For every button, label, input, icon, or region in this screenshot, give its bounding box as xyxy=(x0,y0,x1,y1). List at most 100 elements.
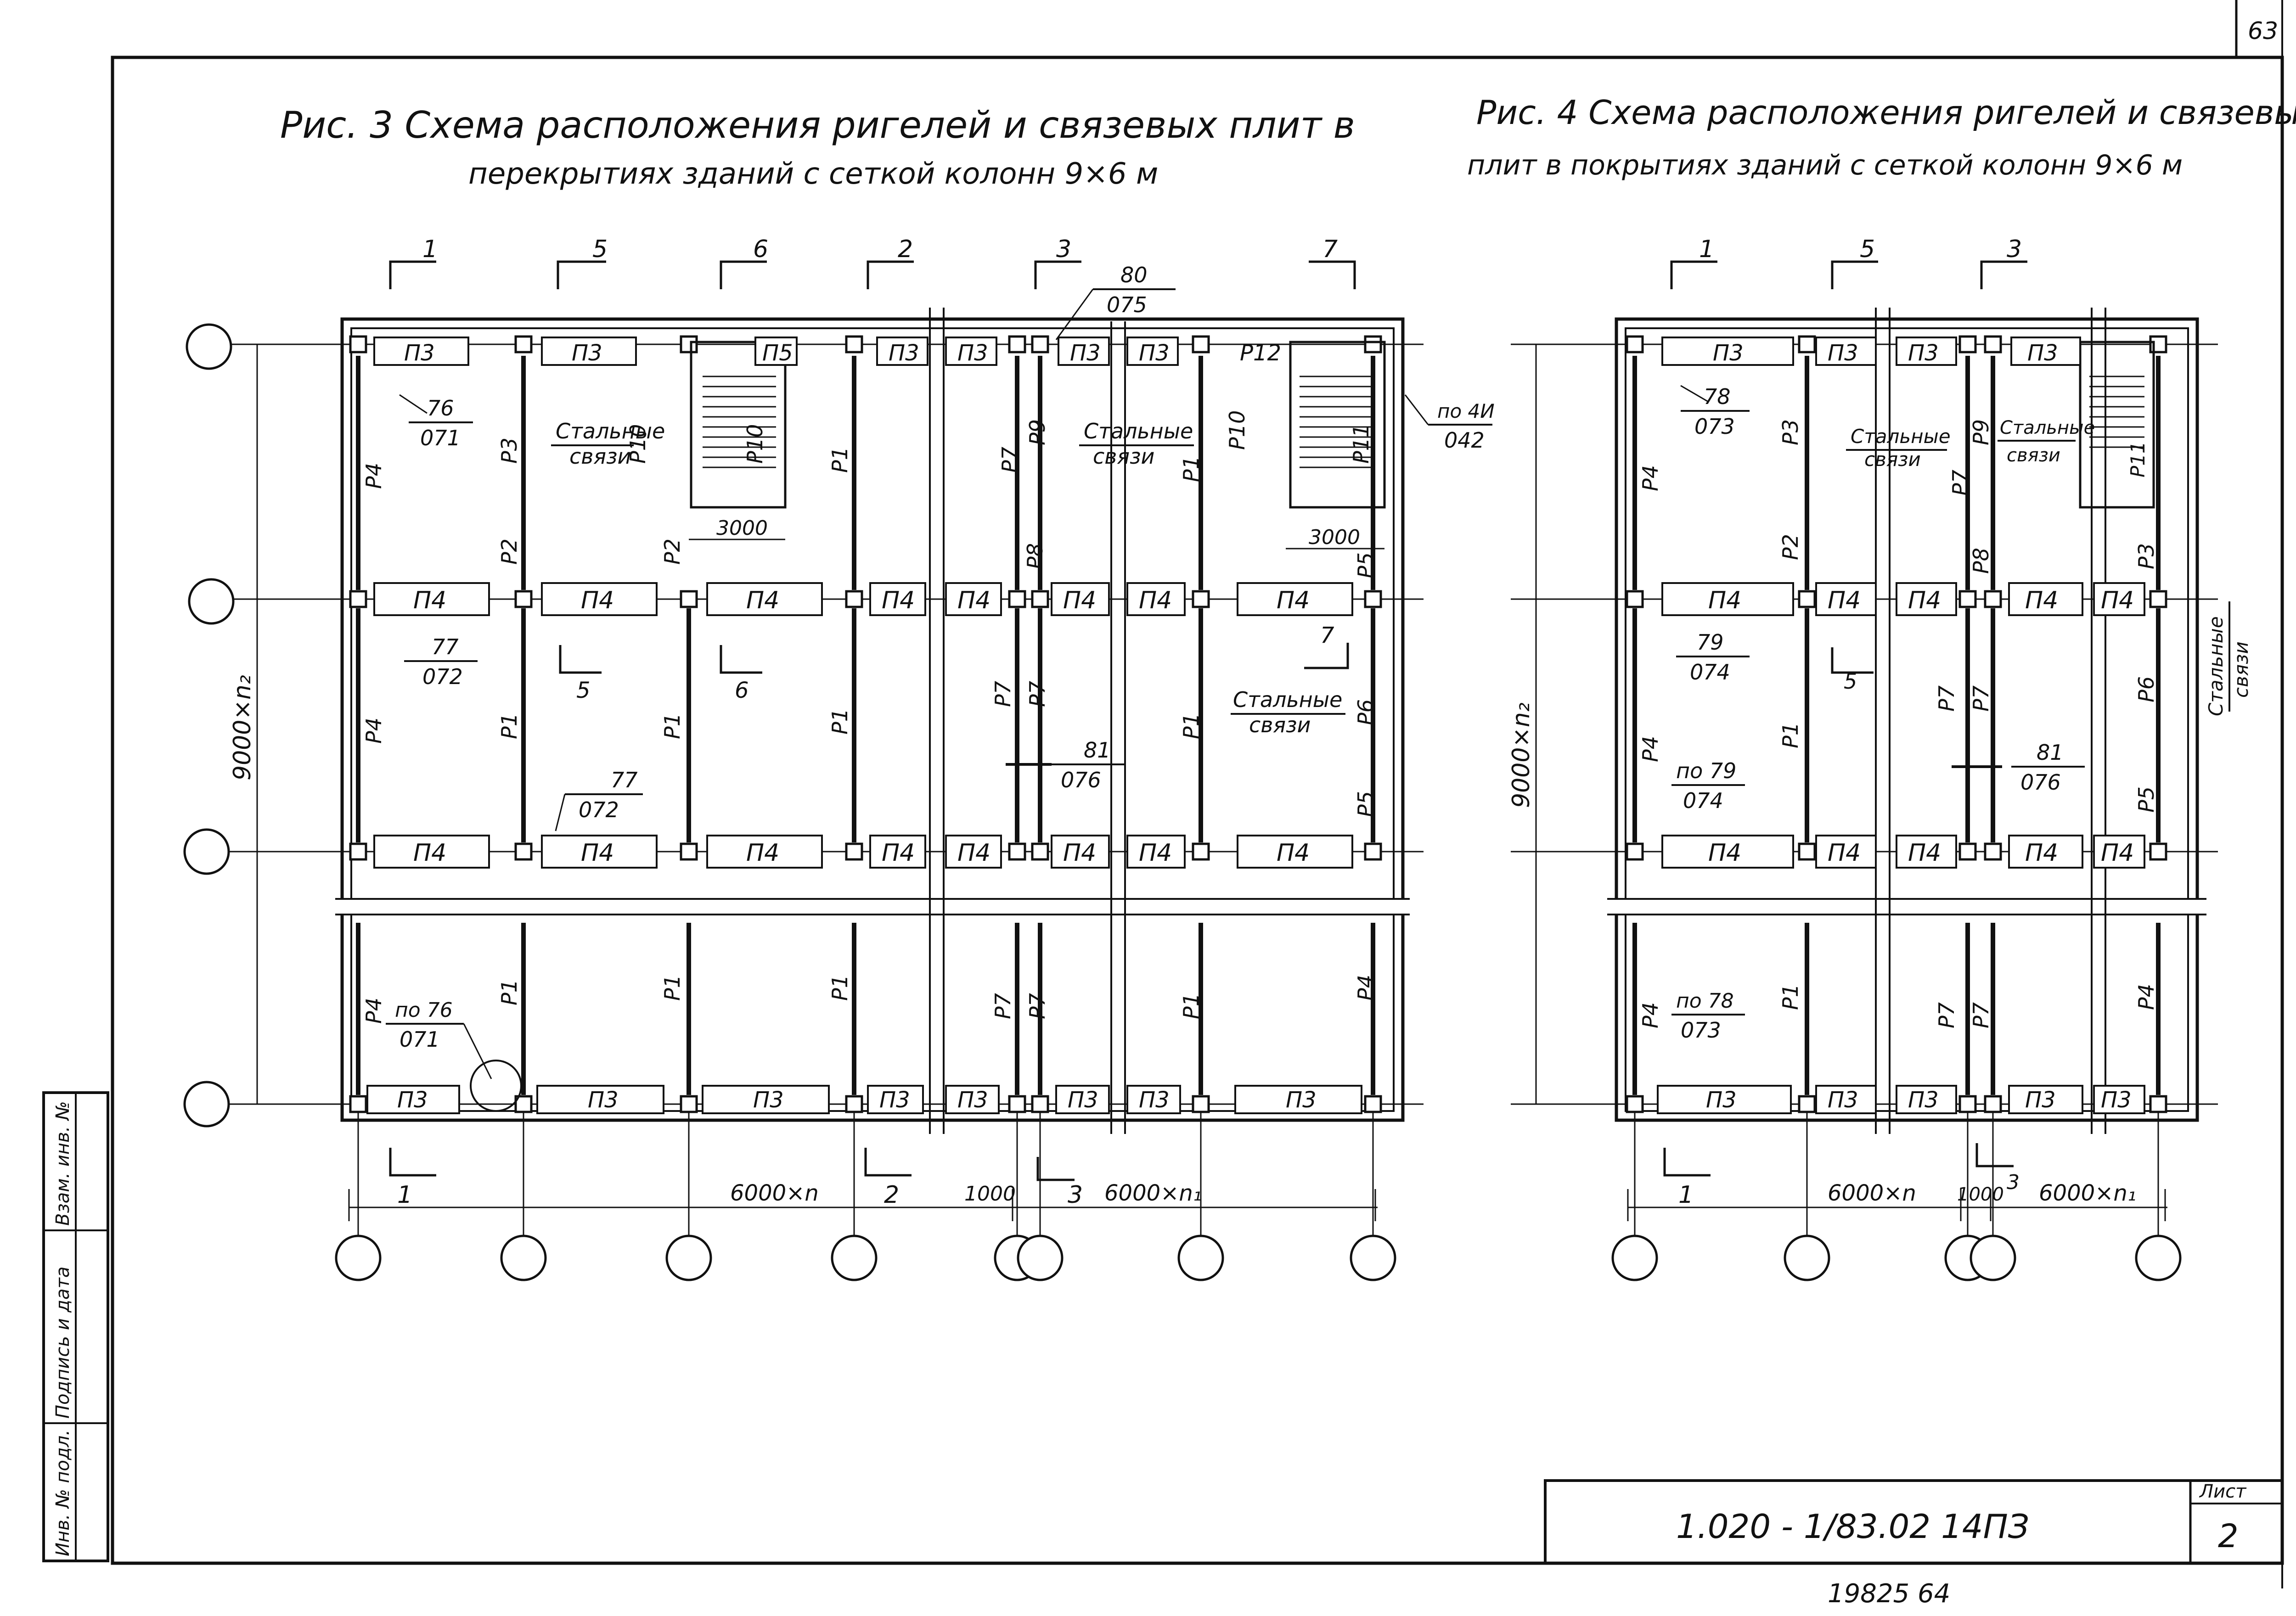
column-square xyxy=(845,1095,863,1113)
riegel-label: Р3 xyxy=(497,438,522,464)
figure-4-subtitle: плит в покрытиях зданий с сеткой колонн … xyxy=(1467,149,2183,181)
riegel-label: Р7 xyxy=(997,447,1022,473)
riegel-label: Р4 xyxy=(1638,1002,1663,1028)
column-square xyxy=(1798,590,1816,608)
stair xyxy=(690,341,1386,509)
column-square xyxy=(349,1095,367,1113)
slab-label: П4 xyxy=(413,587,446,614)
slab-label: П3 xyxy=(1828,340,1858,366)
stair-dimensions: 3000 3000 xyxy=(689,516,1384,550)
riegel-label: Р4 xyxy=(1353,975,1378,1001)
column-square xyxy=(2149,842,2167,861)
riegel-label: Р4 xyxy=(1638,736,1663,762)
axis-bubble xyxy=(335,1234,382,1281)
riegel-label: Р7 xyxy=(1948,470,1973,496)
side-box-label: Подпись и дата xyxy=(52,1267,73,1419)
column-square xyxy=(1031,1095,1049,1113)
callout-num: 79 xyxy=(1697,630,1724,655)
callout-num: 77 xyxy=(432,634,459,659)
column-square xyxy=(1192,590,1210,608)
columns xyxy=(349,335,1382,1113)
slab-label: П3 xyxy=(957,1087,988,1113)
column-square xyxy=(845,590,863,608)
dimension-horizontal: 6000×n 1000 6000×n₁ xyxy=(1627,1180,2167,1221)
callout-num: 074 xyxy=(1690,660,1730,685)
riegel-label: Р4 xyxy=(361,463,386,489)
callout-num: по 4И xyxy=(1437,400,1495,422)
slab-label: П3 xyxy=(957,340,988,366)
riegel-label: Р1 xyxy=(660,713,685,739)
column-square xyxy=(1626,1095,1644,1113)
riegel-label: Р4 xyxy=(361,718,386,744)
axis-bubbles-columns xyxy=(1611,1111,2182,1281)
column-square xyxy=(1192,1095,1210,1113)
steel-label: связи xyxy=(1093,444,1154,469)
steel-label: связи xyxy=(569,444,631,469)
column-square xyxy=(1008,842,1026,861)
callout-num: 81 xyxy=(2037,740,2064,765)
dim-6000xn1: 6000×n₁ xyxy=(2039,1180,2136,1206)
axis-bubble xyxy=(665,1234,712,1281)
riegel-label: Р2 xyxy=(497,539,522,565)
axis-bubble xyxy=(1784,1234,1830,1281)
steel-label: Стальные xyxy=(2205,616,2227,716)
column-square xyxy=(349,590,367,608)
section-mark-label: 3 xyxy=(1068,1181,1083,1209)
riegel-label: Р1 xyxy=(827,708,852,735)
bottom-code: 19825 64 xyxy=(1828,1579,1950,1609)
slab-label: П3 xyxy=(588,1087,619,1113)
slab-label: П4 xyxy=(1139,587,1172,614)
section-mark-label: 1 xyxy=(1678,1181,1694,1209)
axis-bubble xyxy=(2135,1234,2182,1281)
riegel-label: Р11 xyxy=(2127,441,2149,477)
slab-label: П3 xyxy=(2027,340,2058,366)
dimension-vertical: 9000×n₂ xyxy=(1508,344,1537,1104)
riegel-label: Р2 xyxy=(660,539,685,565)
riegel-label: Р10 xyxy=(625,424,650,464)
riegel-label: Р1 xyxy=(1778,984,1803,1010)
axis-bubble xyxy=(831,1234,878,1281)
riegel-label: Р1 xyxy=(1179,713,1204,739)
riegel-label: Р1 xyxy=(1778,722,1803,748)
slab-label: П3 xyxy=(1828,1087,1858,1113)
slab-label: П3 xyxy=(1286,1087,1317,1113)
riegel-label: Р9 xyxy=(1969,419,1993,445)
callout-num: 072 xyxy=(422,664,463,689)
callout-num: 076 xyxy=(2020,770,2061,795)
slab-label: П3 xyxy=(1070,340,1101,366)
slab-label: П4 xyxy=(2101,839,2134,867)
vertical-break-bands xyxy=(1875,308,2106,1134)
slab-label: П3 xyxy=(1908,340,1939,366)
callouts: 78 073 79 074 по 79 074 81 076 по 78 073 xyxy=(1671,384,2085,1043)
riegel-label: Р7 xyxy=(990,993,1015,1019)
callout-num: 076 xyxy=(1061,768,1101,792)
figure-3-subtitle: перекрытиях зданий с сеткой колонн 9×6 м xyxy=(468,157,1158,191)
riegel-label: Р7 xyxy=(990,681,1015,707)
slab-label: П3 xyxy=(889,340,919,366)
slab-label: П4 xyxy=(1139,839,1172,867)
dim-3000: 3000 xyxy=(716,516,768,540)
slab-label: П4 xyxy=(746,587,779,614)
callouts: 76 071 80 075 по 4И 042 77 072 77 072 81… xyxy=(386,263,1495,1112)
riegel-label: Р7 xyxy=(1969,685,1993,712)
column-square xyxy=(1984,1095,2002,1113)
dim-6000xn: 6000×n xyxy=(730,1180,819,1206)
column-square xyxy=(1626,335,1644,354)
column-square xyxy=(845,842,863,861)
column-square xyxy=(680,335,698,354)
figure-4: Рис. 4 Схема расположения ригелей и связ… xyxy=(1467,93,2296,1281)
riegel-label: Р11 xyxy=(1349,424,1373,464)
dim-3000: 3000 xyxy=(1309,526,1360,549)
riegel-label: Р1 xyxy=(660,975,685,1001)
riegel-label: Р12 xyxy=(1240,340,1281,366)
riegel-label: Р2 xyxy=(1778,534,1803,560)
riegel-label: Р5 xyxy=(2134,786,2159,813)
axis-bubble xyxy=(1017,1234,1064,1281)
callout-num: 042 xyxy=(1444,428,1485,453)
slab-label: П3 xyxy=(753,1087,784,1113)
slab-label: П4 xyxy=(957,587,990,614)
riegel-label: Р7 xyxy=(1934,1002,1959,1028)
riegel-label: Р4 xyxy=(361,998,386,1024)
dim-9000xn2: 9000×n₂ xyxy=(229,675,256,780)
riegel-label: Р6 xyxy=(1353,699,1378,725)
